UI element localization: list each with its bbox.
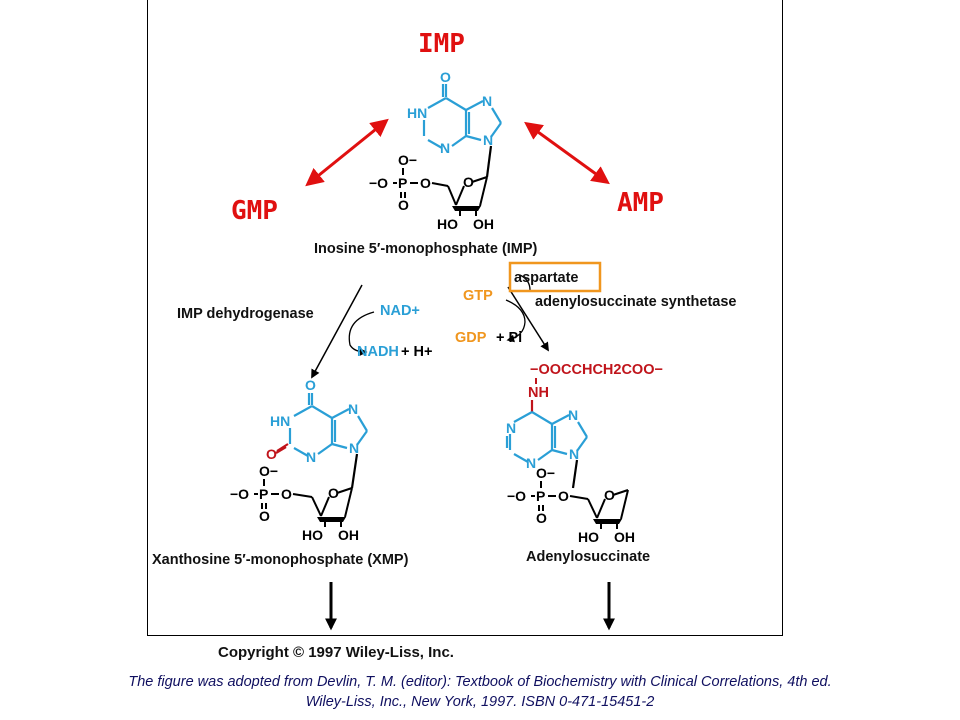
gmp-imp-arrow [305,118,389,187]
svg-text:O: O [266,446,277,462]
svg-text:N: N [306,449,316,465]
aspartate-arrow [519,274,531,291]
h-plus-label: + H+ [401,344,432,360]
xmp-structure: O HN N N N O O− −O P O O O HO OH [230,377,368,543]
svg-text:N: N [482,93,492,109]
adenylosuccinate-structure: −OOCCHCH2COO− NH N N N N O− −O P O O [505,362,663,545]
svg-text:P: P [398,175,407,191]
svg-text:O−: O− [536,465,555,481]
svg-text:N: N [348,401,358,417]
nad-cofactor-arrow [348,311,375,356]
gtp-label: GTP [463,288,493,304]
nadh-label: NADH [357,344,399,360]
svg-text:HO: HO [437,216,458,232]
aspartate-label: aspartate [514,270,578,286]
svg-text:−O: −O [230,486,249,502]
svg-text:O: O [604,487,615,503]
imp-name: Inosine 5′-monophosphate (IMP) [314,241,538,257]
svg-text:N: N [569,446,579,462]
svg-text:P: P [536,488,545,504]
gdp-label: GDP [455,330,487,346]
svg-text:HN: HN [270,413,290,429]
svg-text:−O: −O [507,488,526,504]
right-reaction-arrow [507,286,549,352]
svg-text:O: O [328,485,339,501]
svg-text:O: O [259,508,270,524]
nad-label: NAD+ [380,303,420,319]
imp-label: IMP [418,29,465,59]
imp-dehydrogenase-label: IMP dehydrogenase [177,306,314,322]
pi-label: + Pi [496,330,522,346]
citation: The figure was adopted from Devlin, T. M… [0,672,960,712]
svg-text:O: O [398,197,409,213]
svg-text:O: O [305,377,316,393]
svg-text:N: N [483,132,493,148]
imp-structure: O HN N N N O− −O P O O O HO OH [369,69,502,232]
svg-text:−O: −O [369,175,388,191]
svg-text:N: N [349,440,359,456]
svg-text:HN: HN [407,105,427,121]
svg-text:O−: O− [259,463,278,479]
svg-text:N: N [440,140,450,156]
svg-text:P: P [259,486,268,502]
svg-text:N: N [506,420,516,436]
svg-text:O−: O− [398,152,417,168]
figure-frame [147,0,783,636]
svg-text:HO: HO [578,529,599,545]
aspartate-highlight-box [508,261,602,293]
svg-text:O: O [420,175,431,191]
adenylosuccinate-name: Adenylosuccinate [526,549,650,565]
gmp-label: GMP [231,196,278,226]
imp-amp-arrow [524,121,610,185]
adenylosuccinate-synthetase-label: adenylosuccinate synthetase [535,294,736,310]
gtp-cofactor-arrow [505,299,526,343]
copyright-notice: Copyright © 1997 Wiley-Liss, Inc. [218,644,454,661]
svg-text:O: O [536,510,547,526]
svg-text:N: N [526,455,536,471]
citation-line-2: Wiley-Liss, Inc., New York, 1997. ISBN 0… [305,694,655,710]
succinyl-chain: −OOCCHCH2COO− [530,362,663,378]
svg-text:O: O [463,174,474,190]
svg-text:O: O [558,488,569,504]
amp-label: AMP [617,188,664,218]
svg-text:N: N [568,407,578,423]
left-reaction-arrow [311,284,363,379]
svg-text:O: O [281,486,292,502]
svg-text:HO: HO [302,527,323,543]
nh-label: NH [528,385,549,401]
svg-text:OH: OH [338,527,359,543]
svg-text:OH: OH [473,216,494,232]
xmp-name: Xanthosine 5′-monophosphate (XMP) [152,552,409,568]
svg-text:OH: OH [614,529,635,545]
svg-text:O: O [440,69,451,85]
citation-line-1: The figure was adopted from Devlin, T. M… [128,674,832,690]
